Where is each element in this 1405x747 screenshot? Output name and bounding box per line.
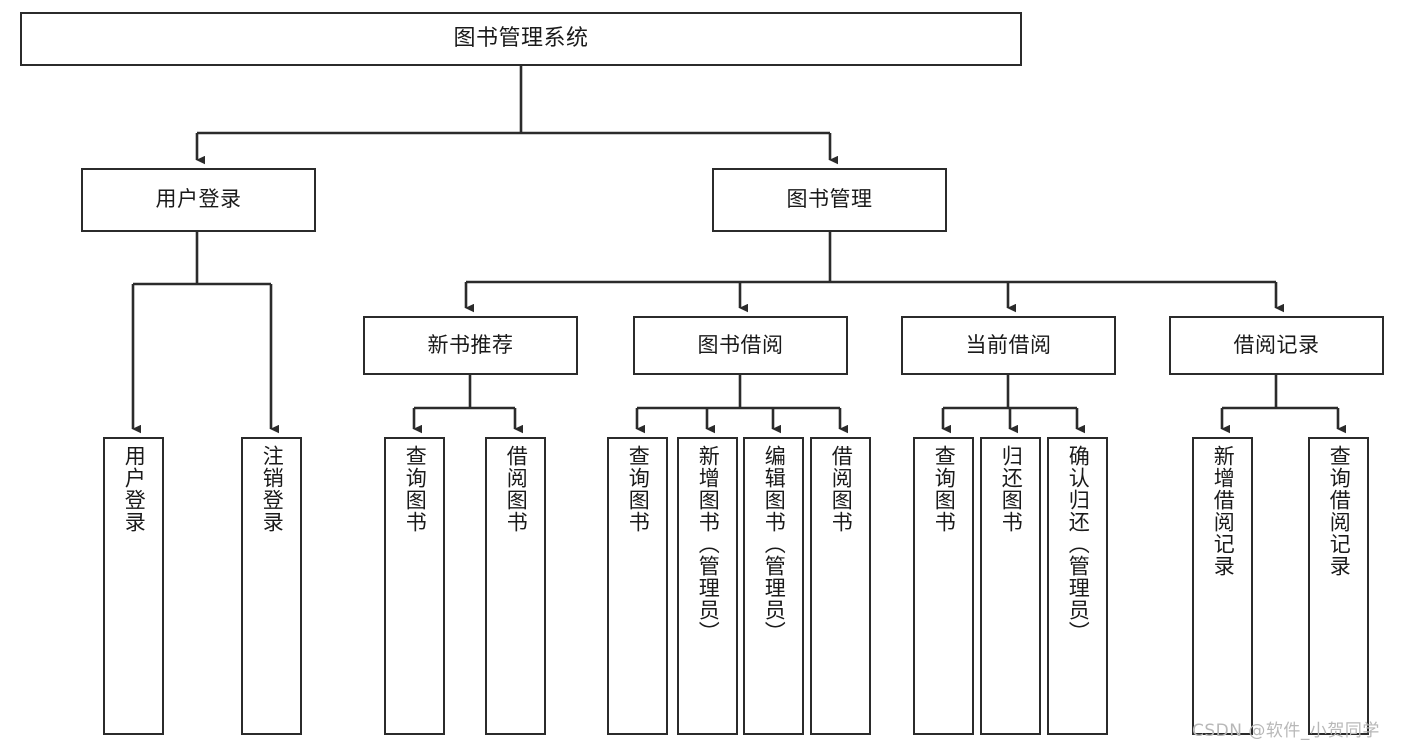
node-label: 编辑图书（管理员） bbox=[762, 445, 787, 643]
leaf-user-login-signin[interactable]: 用户登录 bbox=[103, 437, 164, 735]
leaf-borrow-add-book-admin[interactable]: 新增图书（管理员） bbox=[677, 437, 738, 735]
watermark-text: CSDN @软件_小贺同学 bbox=[1192, 721, 1380, 741]
leaf-borrow-borrow-book[interactable]: 借阅图书 bbox=[810, 437, 871, 735]
leaf-record-query-record[interactable]: 查询借阅记录 bbox=[1308, 437, 1369, 735]
node-label: 图书借阅 bbox=[697, 332, 784, 357]
leaf-borrow-edit-book-admin[interactable]: 编辑图书（管理员） bbox=[743, 437, 804, 735]
node-label: 借阅记录 bbox=[1233, 332, 1320, 357]
node-label: 归还图书 bbox=[999, 445, 1024, 533]
node-label: 借阅图书 bbox=[829, 445, 854, 533]
leaf-new-book-borrow[interactable]: 借阅图书 bbox=[485, 437, 546, 735]
leaf-new-book-query[interactable]: 查询图书 bbox=[384, 437, 445, 735]
node-book-management[interactable]: 图书管理 bbox=[712, 168, 947, 232]
node-label: 图书管理 bbox=[786, 187, 873, 212]
leaf-current-return-book[interactable]: 归还图书 bbox=[980, 437, 1041, 735]
node-new-book-recommend[interactable]: 新书推荐 bbox=[363, 316, 578, 375]
node-label: 图书管理系统 bbox=[453, 25, 589, 51]
node-label: 新增图书（管理员） bbox=[696, 445, 721, 643]
node-label: 查询图书 bbox=[403, 445, 428, 533]
node-label: 确认归还（管理员） bbox=[1066, 445, 1091, 643]
node-label: 新增借阅记录 bbox=[1211, 445, 1236, 577]
leaf-current-query-book[interactable]: 查询图书 bbox=[913, 437, 974, 735]
node-label: 新书推荐 bbox=[427, 332, 514, 357]
node-book-borrow[interactable]: 图书借阅 bbox=[633, 316, 848, 375]
node-label: 查询图书 bbox=[932, 445, 957, 533]
node-current-borrow[interactable]: 当前借阅 bbox=[901, 316, 1116, 375]
leaf-current-confirm-return-admin[interactable]: 确认归还（管理员） bbox=[1047, 437, 1108, 735]
leaf-user-login-signout[interactable]: 注销登录 bbox=[241, 437, 302, 735]
node-root-system[interactable]: 图书管理系统 bbox=[20, 12, 1022, 66]
node-label: 注销登录 bbox=[260, 445, 285, 533]
node-label: 查询借阅记录 bbox=[1327, 445, 1352, 577]
node-user-login[interactable]: 用户登录 bbox=[81, 168, 316, 232]
node-label: 借阅图书 bbox=[504, 445, 529, 533]
node-borrow-record[interactable]: 借阅记录 bbox=[1169, 316, 1384, 375]
node-label: 查询图书 bbox=[626, 445, 651, 533]
node-label: 用户登录 bbox=[155, 187, 242, 212]
node-label: 当前借阅 bbox=[965, 332, 1052, 357]
leaf-borrow-query-book[interactable]: 查询图书 bbox=[607, 437, 668, 735]
node-label: 用户登录 bbox=[122, 445, 147, 533]
leaf-record-add-record[interactable]: 新增借阅记录 bbox=[1192, 437, 1253, 735]
